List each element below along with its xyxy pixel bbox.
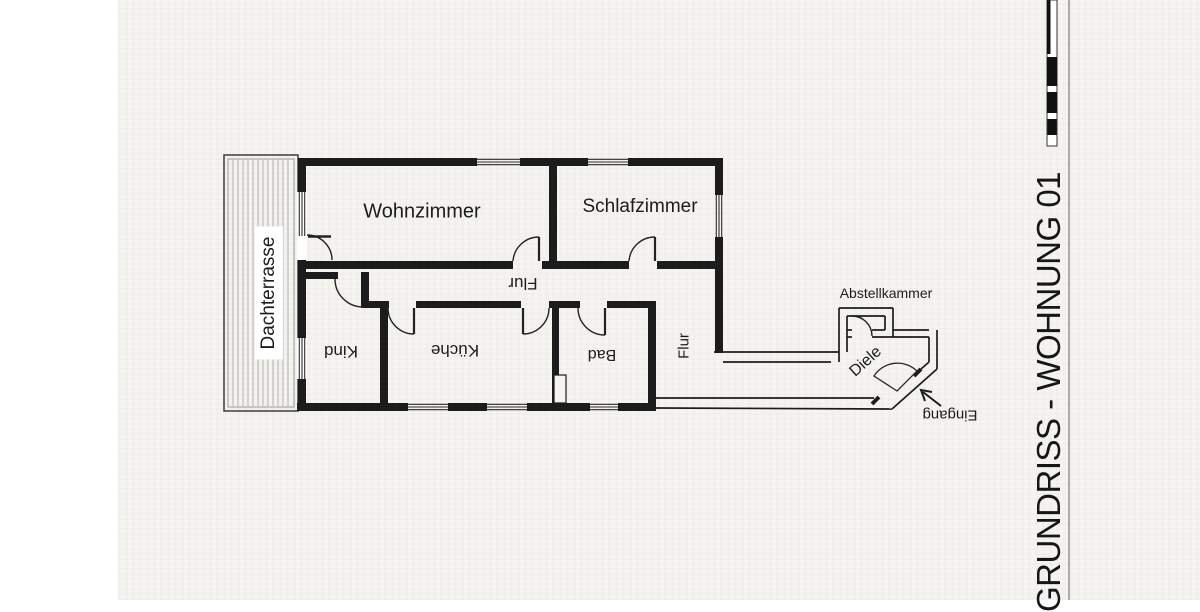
terrace xyxy=(223,154,299,412)
room-label-wohnzimmer: Wohnzimmer xyxy=(363,200,481,223)
walls xyxy=(297,158,723,411)
room-label-kueche: Küche xyxy=(430,341,480,360)
page-title: GRUNDRISS - WOHNUNG 01 xyxy=(1030,171,1067,612)
fold-mark-icon xyxy=(1046,0,1058,147)
corridor-walls xyxy=(655,307,938,410)
room-label-bad: Bad xyxy=(587,346,617,363)
room-label-flur-rechts: Flur xyxy=(675,333,693,359)
door-arcs xyxy=(306,234,873,337)
windows xyxy=(298,158,723,411)
duct-niche xyxy=(553,374,567,404)
room-label-kind: Kind xyxy=(323,342,359,361)
left-margin xyxy=(0,0,118,600)
room-label-schlafzimmer: Schlafzimmer xyxy=(582,196,698,217)
room-label-dachterrasse: Dachterrasse xyxy=(255,226,283,360)
entrance-arrow-icon xyxy=(919,388,942,407)
room-label-flur-mitte: Flur xyxy=(508,274,538,293)
room-label-abstellkammer: Abstellkammer xyxy=(839,285,933,301)
entrance-door-fan xyxy=(873,362,918,392)
room-label-eingang: Eingang xyxy=(922,406,978,424)
